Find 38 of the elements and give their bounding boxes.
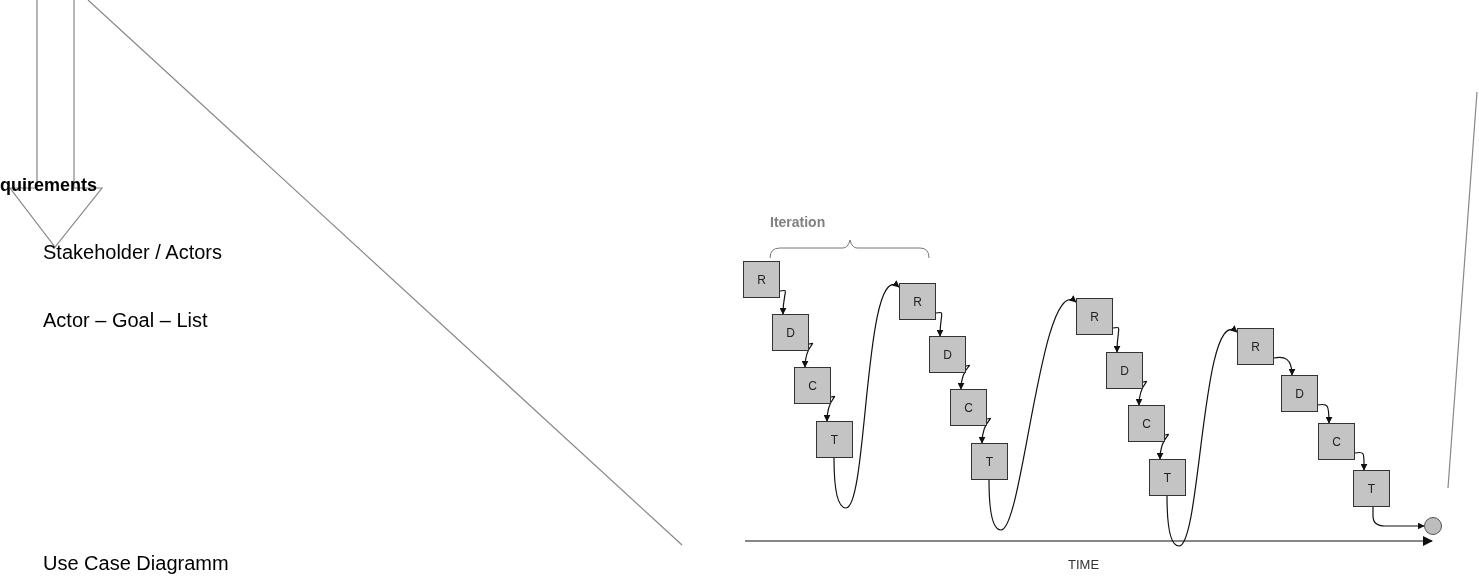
- arrow: [1273, 356, 1296, 376]
- arrow: [779, 289, 787, 315]
- phase-box: R: [899, 283, 936, 320]
- brace-label: Iteration: [770, 213, 826, 232]
- arrow: [1112, 326, 1121, 353]
- list-item: Use Case Diagramm: [43, 551, 229, 576]
- phase-box: D: [929, 336, 966, 373]
- phase-box: R: [1237, 328, 1274, 365]
- arrow: [1354, 451, 1368, 471]
- phase-box: C: [1318, 423, 1355, 460]
- section-heading: quirements: [0, 174, 98, 197]
- phase-box: D: [1106, 352, 1143, 389]
- arrow: [823, 395, 836, 422]
- arrow: [1166, 327, 1238, 547]
- arrow: [1156, 433, 1170, 460]
- axis-label: TIME: [1068, 556, 1100, 574]
- arrow: [1372, 506, 1425, 530]
- list-item: Stakeholder / Actors: [43, 240, 222, 265]
- arrow: [1317, 403, 1333, 424]
- phase-box: R: [1076, 298, 1113, 335]
- phase-box: T: [816, 421, 853, 458]
- phase-box: R: [743, 261, 780, 298]
- phase-box: C: [1128, 405, 1165, 442]
- list-item: Actor – Goal – List: [43, 308, 208, 333]
- phase-box: C: [794, 367, 831, 404]
- arrow: [978, 417, 992, 444]
- arrow: [988, 297, 1077, 531]
- phase-box: T: [971, 443, 1008, 480]
- phase-box: C: [950, 389, 987, 426]
- arrow: [801, 342, 814, 368]
- phase-box: T: [1149, 459, 1186, 496]
- arrow: [957, 364, 971, 390]
- arrow: [833, 282, 900, 509]
- arrow: [935, 311, 944, 337]
- arrow: [1135, 380, 1148, 406]
- phase-box: T: [1353, 470, 1390, 507]
- phase-box: D: [1281, 375, 1318, 412]
- phase-box: D: [772, 314, 809, 351]
